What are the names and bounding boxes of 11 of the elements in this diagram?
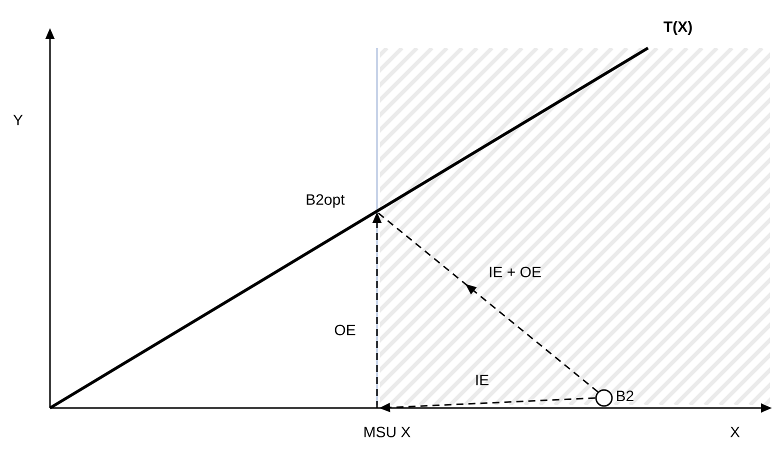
tick-label: MSU X xyxy=(364,426,410,438)
edge-label: IE + OE xyxy=(490,266,541,278)
axis-label: X xyxy=(730,426,740,438)
point-label: B2 xyxy=(616,390,634,402)
curve-label: T(X) xyxy=(664,21,692,35)
axis-label: Y xyxy=(13,114,23,126)
edge-label: IE xyxy=(476,374,488,386)
arrow xyxy=(376,211,598,392)
point-label: B2opt xyxy=(306,194,345,208)
edge-label: OE xyxy=(334,324,356,336)
point-marker xyxy=(595,389,613,407)
